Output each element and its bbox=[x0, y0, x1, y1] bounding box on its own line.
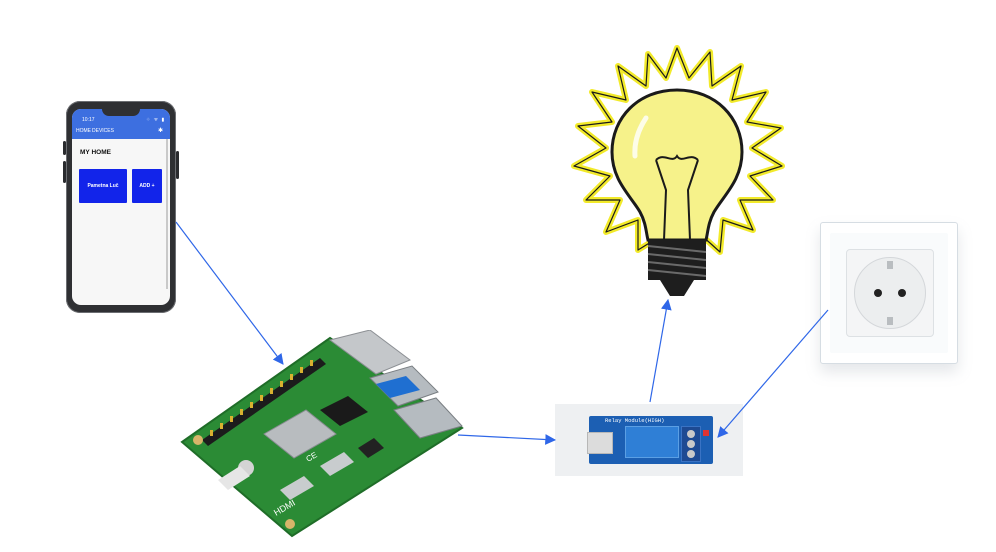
socket-hole-right bbox=[898, 289, 906, 297]
socket-ground-clip bbox=[887, 261, 893, 269]
ethernet-port bbox=[328, 330, 412, 375]
phone-notch bbox=[102, 109, 140, 116]
app-bar: HOME DEVICES ✱ bbox=[72, 125, 170, 139]
arrow-pi-to-relay bbox=[457, 434, 557, 445]
cpu-shield bbox=[263, 409, 337, 459]
socket-recess bbox=[854, 257, 926, 329]
arrow-relay-to-bulb bbox=[649, 298, 672, 403]
phone-side-button bbox=[63, 161, 66, 183]
ram-chip bbox=[320, 396, 368, 426]
micro-hdmi-port bbox=[280, 476, 314, 500]
add-device-label: ADD + bbox=[139, 183, 155, 189]
mounting-hole bbox=[193, 435, 203, 445]
socket-ground-clip bbox=[887, 317, 893, 325]
scrollbar[interactable] bbox=[166, 139, 168, 289]
device-tile-label: Pametna Luč bbox=[87, 183, 119, 189]
relay-module-photo: Relay Module(HIGH) bbox=[555, 404, 743, 476]
pin-header bbox=[587, 432, 613, 454]
tab-home[interactable]: HOME bbox=[76, 128, 91, 134]
status-icons: ⁘ ᯤ ▮ bbox=[146, 117, 166, 123]
gpio-header bbox=[202, 358, 326, 446]
light-bulb-illustration bbox=[571, 45, 785, 296]
raspberry-pi-board: HDMI CE bbox=[180, 330, 464, 538]
micro-hdmi-port bbox=[320, 452, 354, 476]
usb-port bbox=[393, 397, 463, 439]
audio-jack bbox=[358, 438, 384, 458]
socket-face bbox=[846, 249, 934, 337]
terminal-screw bbox=[687, 440, 695, 448]
socket-hole-left bbox=[874, 289, 882, 297]
section-title: MY HOME bbox=[80, 149, 111, 156]
wall-socket bbox=[820, 222, 958, 364]
gpio-pins bbox=[210, 360, 313, 436]
relay-label: Relay Module(HIGH) bbox=[605, 417, 665, 424]
usb3-insert bbox=[376, 376, 420, 398]
status-time: 10:17 bbox=[82, 117, 95, 123]
relay-led bbox=[703, 430, 709, 436]
phone-side-button bbox=[63, 141, 66, 155]
power-usb-c bbox=[218, 466, 250, 490]
relay-component bbox=[625, 426, 679, 458]
relay-board: Relay Module(HIGH) bbox=[589, 416, 713, 464]
device-tile-button[interactable]: Pametna Luč bbox=[79, 169, 127, 203]
arrow-phone-to-pi bbox=[175, 221, 284, 365]
tab-devices[interactable]: DEVICES bbox=[92, 128, 114, 134]
phone-screen: 10:17 ⁘ ᯤ ▮ HOME DEVICES ✱ MY HOME Pamet… bbox=[72, 109, 170, 305]
arrow-socket-to-relay bbox=[717, 309, 829, 438]
terminal-screw bbox=[687, 430, 695, 438]
mounting-hole bbox=[285, 519, 295, 529]
screw-terminal bbox=[681, 426, 701, 462]
smartphone: 10:17 ⁘ ᯤ ▮ HOME DEVICES ✱ MY HOME Pamet… bbox=[63, 101, 179, 313]
terminal-screw bbox=[687, 450, 695, 458]
bulb-base bbox=[647, 240, 707, 296]
add-device-button[interactable]: ADD + bbox=[132, 169, 162, 203]
gear-icon[interactable]: ✱ bbox=[158, 128, 164, 134]
phone-power-button bbox=[176, 151, 179, 179]
